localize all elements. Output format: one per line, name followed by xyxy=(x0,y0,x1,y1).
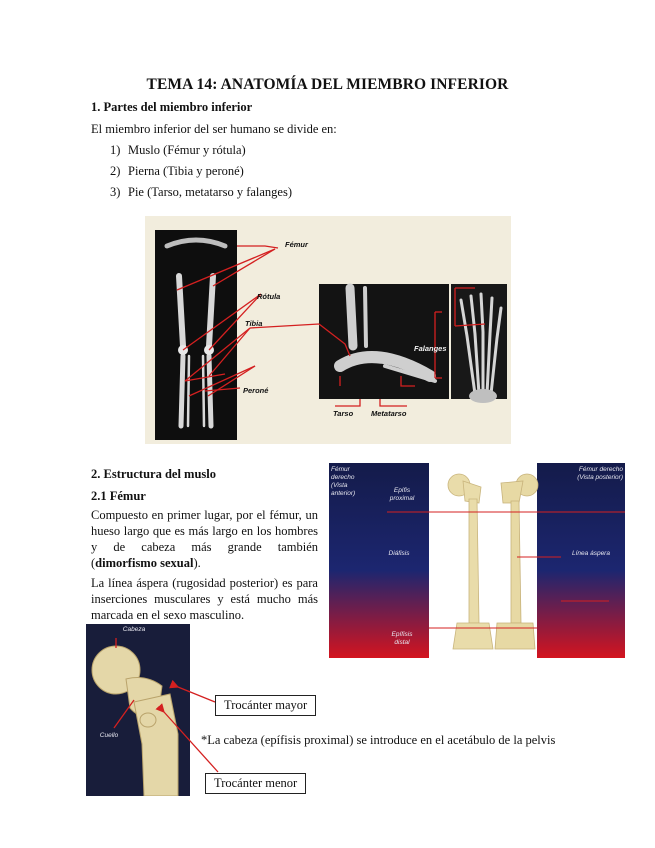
femur-paragraph-1-end: ). xyxy=(193,556,201,570)
femur-head-figure: Cabeza Cuello xyxy=(86,624,190,797)
label-linea-aspera: Línea áspera xyxy=(572,550,610,557)
femur-illustration xyxy=(329,463,625,658)
femur-paragraph-2: La línea áspera (rugosidad posterior) es… xyxy=(91,576,318,622)
label-epifisis-proximal: Epífis proximal xyxy=(389,487,415,502)
list-item-number: 1) xyxy=(110,143,121,157)
callout-trocanter-mayor: Trocánter mayor xyxy=(215,695,317,716)
label-diafisis: Diáfisis xyxy=(388,550,410,557)
label-cuello: Cuello xyxy=(99,732,119,739)
xray-figure: Fémur Rótula Tibia Peroné Falanges Tarso… xyxy=(145,216,511,444)
label-perone: Peroné xyxy=(243,386,269,395)
femur-figure: Fémur derecho (Vista anterior) Fémur der… xyxy=(329,463,625,658)
label-tarso: Tarso xyxy=(333,409,354,418)
section-1-heading: 1. Partes del miembro inferior xyxy=(91,100,253,114)
femur-paragraph-1-text: Compuesto en primer lugar, por el fémur,… xyxy=(91,508,318,570)
femur-paragraph-1: Compuesto en primer lugar, por el fémur,… xyxy=(91,507,318,571)
label-cabeza: Cabeza xyxy=(122,626,146,633)
label-femur: Fémur xyxy=(285,240,308,249)
femur-head-illustration xyxy=(86,624,190,797)
list-item-number: 3) xyxy=(110,185,121,199)
callout-arrows xyxy=(155,679,219,773)
list-item: 1) Muslo (Fémur y rótula) xyxy=(110,143,246,158)
label-rotula: Rótula xyxy=(257,292,281,301)
section-2-heading: 2. Estructura del muslo xyxy=(91,467,216,481)
femur-posterior-header: Fémur derecho (Vista posterior) xyxy=(577,466,623,481)
list-item-text: Pierna (Tibia y peroné) xyxy=(128,164,244,178)
label-metatarso: Metatarso xyxy=(371,409,407,418)
label-epifisis-distal: Epífisis distal xyxy=(391,631,413,646)
list-item: 3) Pie (Tarso, metatarso y falanges) xyxy=(110,185,292,200)
list-item-text: Pie (Tarso, metatarso y falanges) xyxy=(128,185,292,199)
label-falanges: Falanges xyxy=(414,344,447,353)
femur-paragraph-1-bold: dimorfismo sexual xyxy=(95,556,194,570)
section-2-1-heading: 2.1 Fémur xyxy=(91,489,146,503)
list-item: 2) Pierna (Tibia y peroné) xyxy=(110,164,244,179)
list-item-number: 2) xyxy=(110,164,121,178)
label-tibia: Tibia xyxy=(245,319,263,328)
section-1-intro: El miembro inferior del ser humano se di… xyxy=(91,122,337,136)
list-item-text: Muslo (Fémur y rótula) xyxy=(128,143,246,157)
note-cabeza-acetabulo: *La cabeza (epífisis proximal) se introd… xyxy=(201,733,556,747)
femur-anterior-header: Fémur derecho (Vista anterior) xyxy=(331,466,356,497)
xray-illustration xyxy=(145,216,511,444)
callout-trocanter-menor: Trocánter menor xyxy=(205,773,307,794)
page-title: TEMA 14: ANATOMÍA DEL MIEMBRO INFERIOR xyxy=(146,76,509,93)
